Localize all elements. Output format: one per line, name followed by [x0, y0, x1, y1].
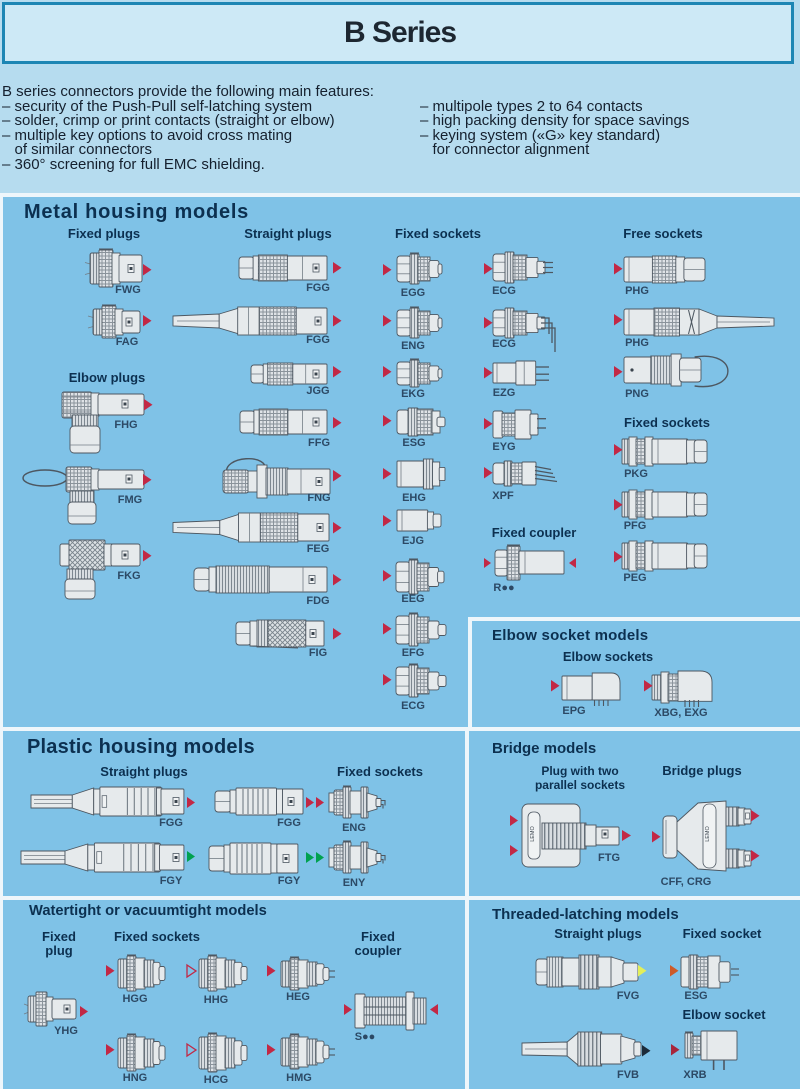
svg-text:LEMO: LEMO — [705, 825, 711, 841]
svg-text:LEMO: LEMO — [530, 825, 536, 841]
